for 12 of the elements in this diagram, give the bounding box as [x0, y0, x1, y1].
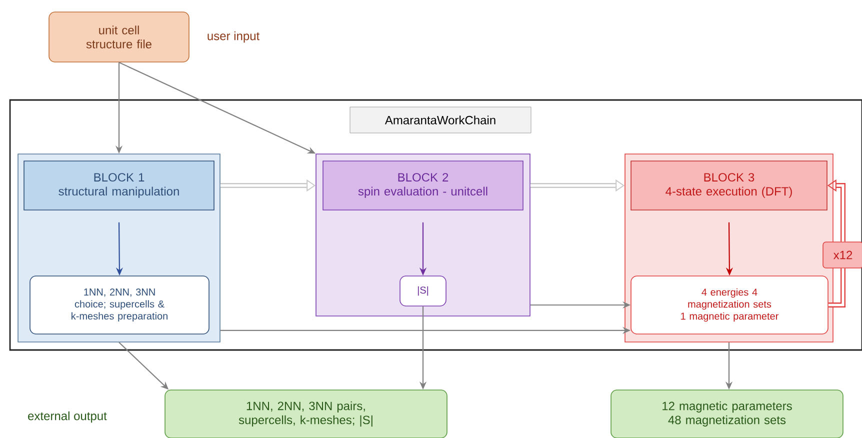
block-header-box: BLOCK 1 structural manipulation: [24, 160, 214, 210]
annotation-text: external output: [28, 411, 107, 423]
output-box: 1NN, 2NN, 3NN pairs, supercells, k-meshes; |S|: [164, 390, 448, 438]
multiplier-box: x12: [822, 242, 862, 268]
annotation-text: user input: [208, 31, 260, 43]
input-file-box: unit cell structure file: [48, 12, 190, 62]
result-box: |S|: [400, 276, 446, 306]
block-header-box: BLOCK 2 spin evaluation - unitcell: [322, 160, 524, 210]
result-box: 4 energies 4 magnetization sets 1 magnetic parameter: [630, 276, 828, 334]
result-box: 1NN, 2NN, 3NN choice; supercells & k-meshes preparation: [30, 276, 210, 334]
block-header-box: BLOCK 3 4-state execution (DFT): [630, 160, 828, 210]
output-box: 12 magnetic parameters 48 magnetization sets: [610, 390, 844, 438]
